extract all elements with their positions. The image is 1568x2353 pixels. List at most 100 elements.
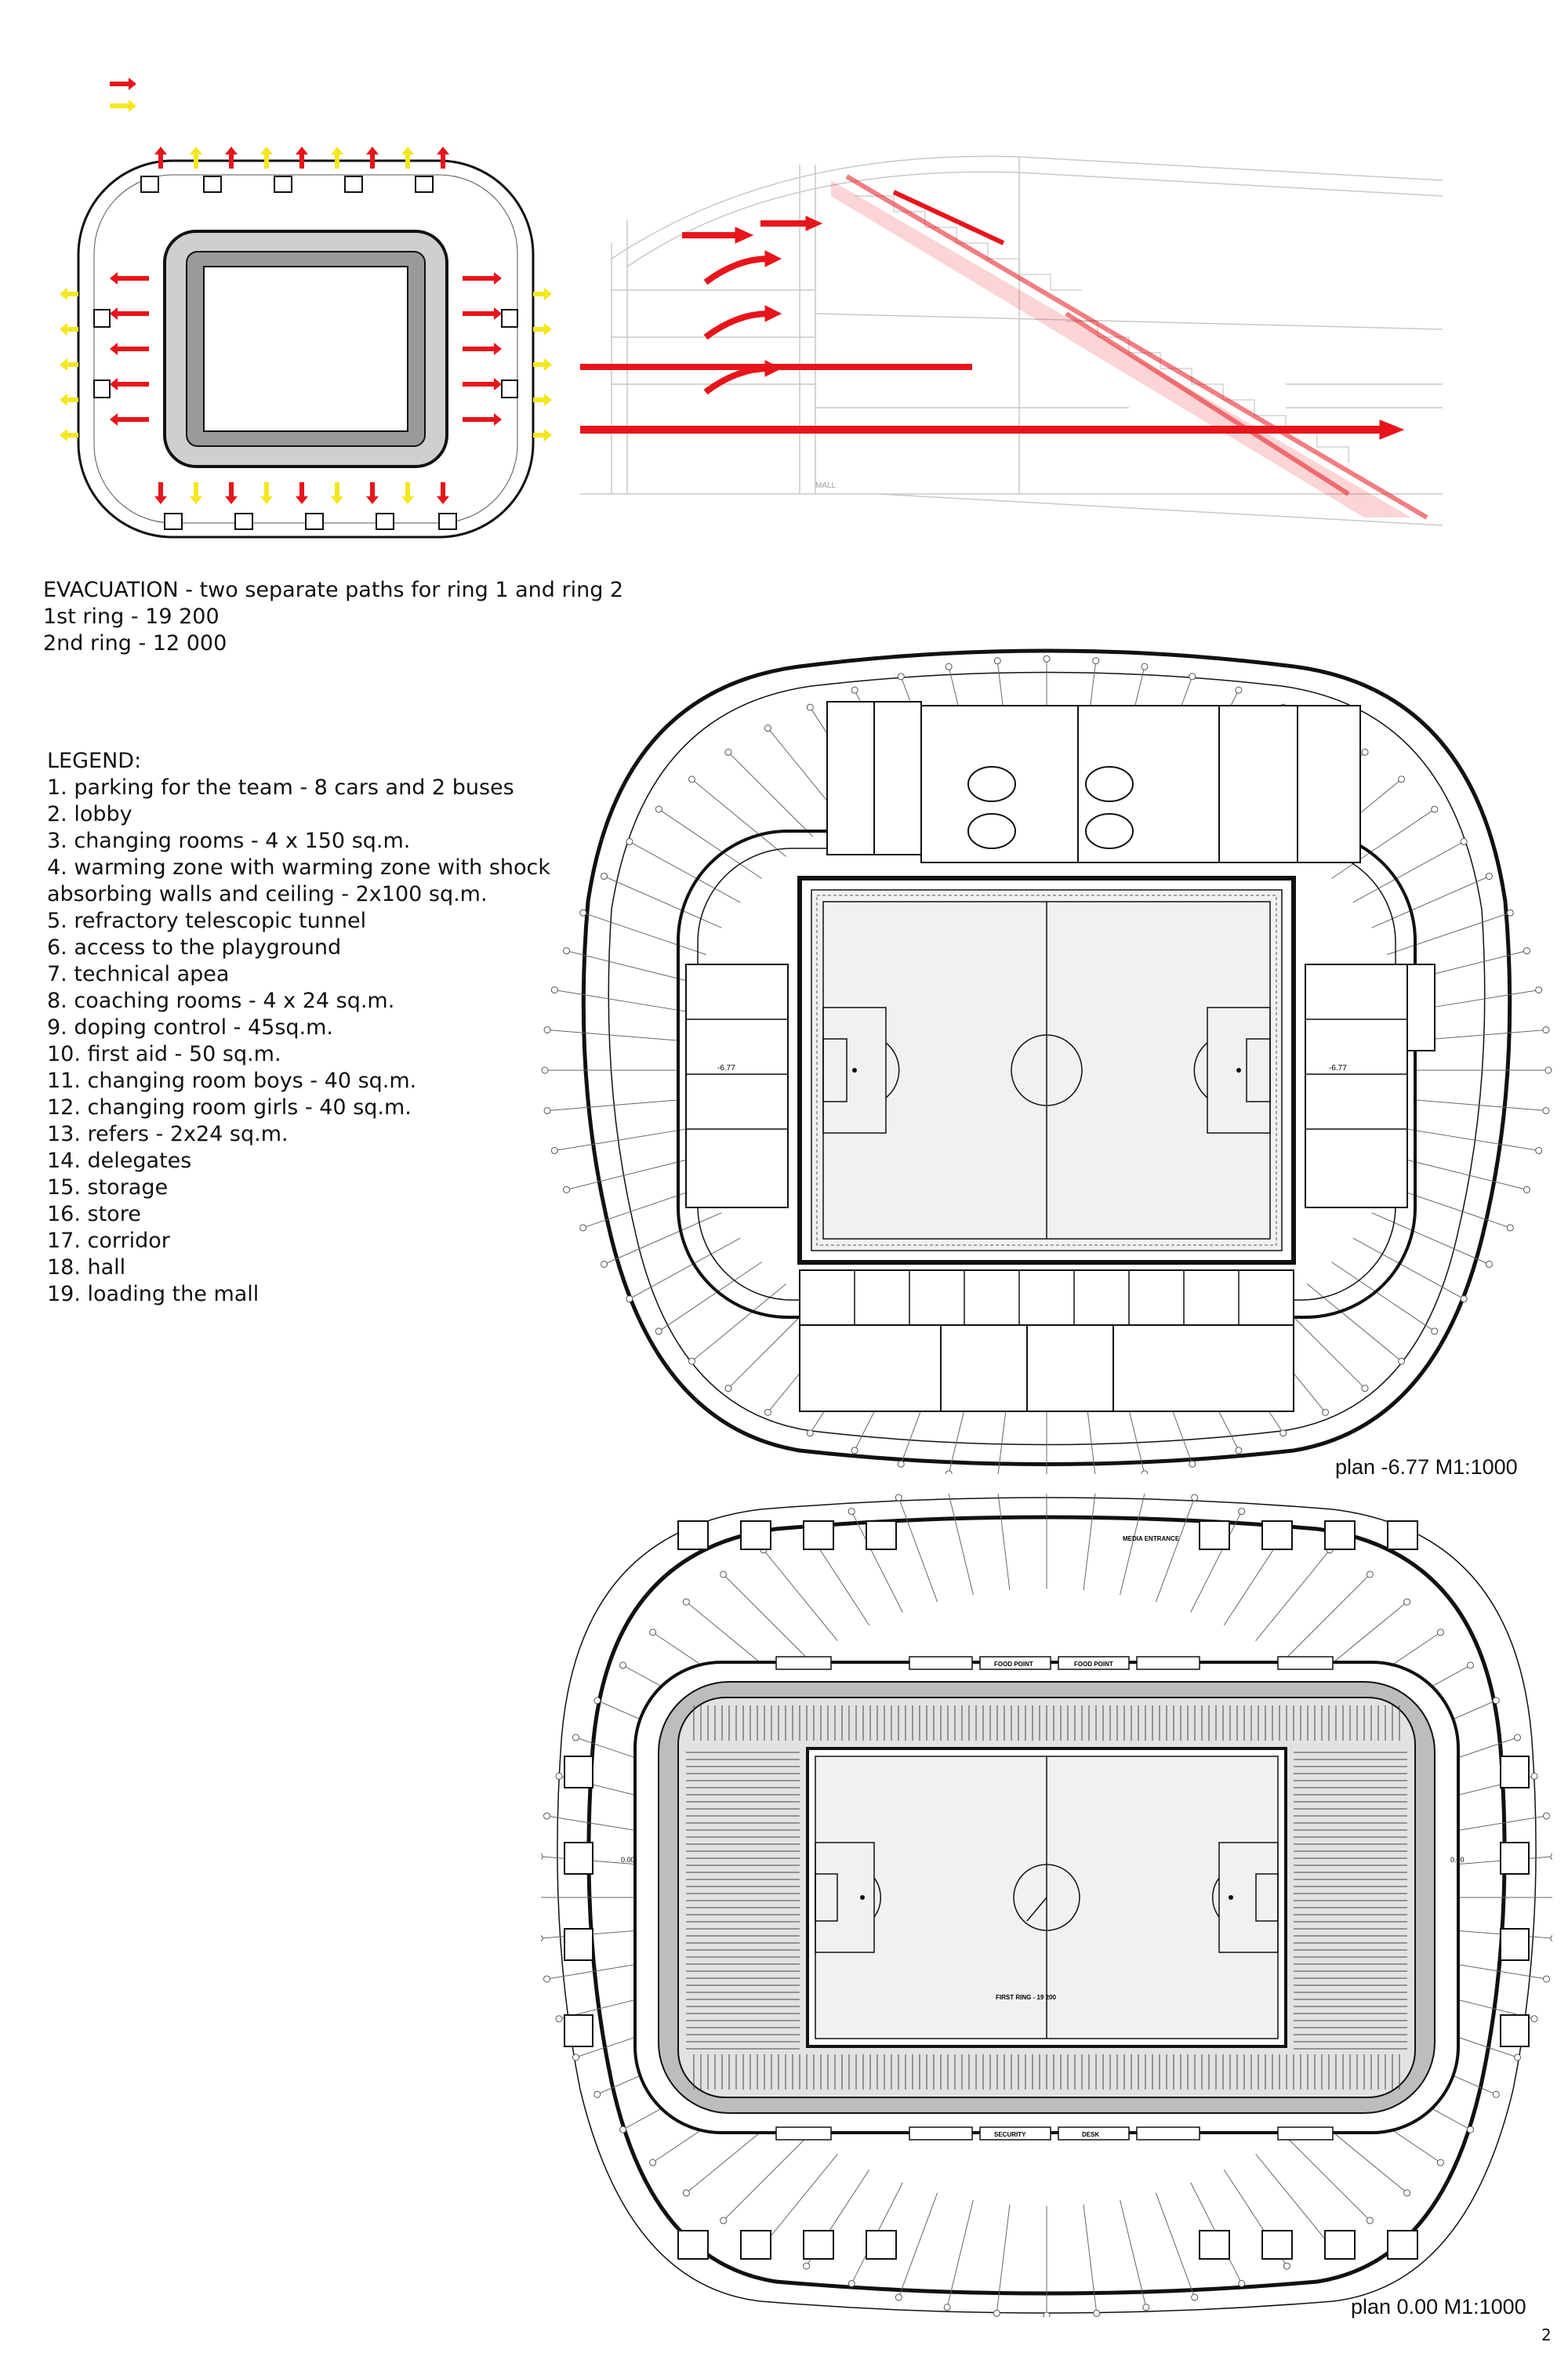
grid-marker (543, 1106, 551, 1114)
legend-item: 17. corridor (47, 1229, 170, 1253)
evacuation-arrowhead (366, 147, 379, 154)
legend-item: 16. store (47, 1202, 141, 1226)
grid-marker (724, 1385, 732, 1393)
grid-marker (655, 1327, 662, 1335)
grid-marker (541, 1935, 543, 1942)
legend-item: 12. changing room girls - 40 sq.m. (47, 1095, 412, 1120)
grid-line (1413, 1099, 1546, 1111)
grid-marker (1492, 1697, 1500, 1705)
level-mark: 0.00 (621, 1856, 635, 1864)
grid-marker (1398, 775, 1406, 783)
grid-line (1387, 912, 1511, 955)
grid-marker (806, 703, 814, 711)
evacuation-arrowhead (225, 147, 238, 154)
grid-marker (1436, 2159, 1444, 2166)
evacuation-section: MALL (580, 155, 1443, 526)
grid-marker (1530, 2015, 1538, 2023)
grid-marker (1093, 2309, 1101, 2317)
grid-marker (1514, 2053, 1522, 2061)
evacuation-arrowhead (544, 429, 552, 441)
grid-marker (1191, 1494, 1199, 1501)
evacuation-arrowhead (494, 378, 502, 390)
legend-item: 8. coaching rooms - 4 x 24 sq.m. (47, 989, 395, 1013)
evacuation-title: EVACUATION - two separate paths for ring… (43, 578, 624, 602)
grid-marker (993, 657, 1001, 665)
evacuation-arrowhead (494, 343, 502, 355)
page-number: 2 (1541, 2326, 1552, 2344)
grid-line (604, 876, 722, 928)
grid-line (1352, 841, 1465, 903)
food-point-label: FOOD POINT (994, 1661, 1033, 1668)
grid-marker (806, 1429, 814, 1437)
grid-marker (682, 1598, 690, 1606)
grid-line (1371, 1212, 1490, 1265)
level-mark: 0.00 (1450, 1856, 1465, 1864)
grid-marker (543, 1812, 550, 1820)
grid-line (1407, 1128, 1539, 1151)
grid-marker (555, 1772, 563, 1780)
grid-marker (1543, 1812, 1551, 1820)
grid-marker (1235, 686, 1243, 694)
evacuation-arrowhead (225, 496, 238, 504)
grid-line (898, 2192, 938, 2298)
grid-line (629, 1237, 741, 1300)
evacuation-arrowhead (129, 78, 136, 90)
grid-marker (1530, 1772, 1538, 1780)
grid-marker (1431, 1327, 1439, 1335)
evacuation-arrowhead (260, 496, 273, 504)
grid-line (1120, 1494, 1145, 1596)
grid-marker (579, 909, 587, 917)
evacuation-arrowhead (154, 147, 167, 154)
legend-item: 11. changing room boys - 40 sq.m. (47, 1069, 417, 1093)
grid-marker (543, 1026, 551, 1034)
grid-marker (655, 805, 662, 813)
legend-item: 3. changing rooms - 4 x 150 sq.m. (47, 829, 411, 853)
evacuation-arrowhead (60, 323, 67, 336)
grid-line (1255, 2153, 1330, 2246)
security-label: SECURITY (994, 2131, 1026, 2138)
plan-minus-6-77: -6.77 -6.77 (541, 648, 1552, 1474)
grid-marker (688, 1357, 695, 1365)
grid-marker (619, 2126, 627, 2133)
grid-marker (1506, 909, 1514, 917)
grid-marker (1043, 2311, 1051, 2317)
evacuation-plan (60, 78, 552, 539)
grid-marker (1466, 2126, 1474, 2133)
grid-marker (897, 1460, 905, 1468)
legend-item: 15. storage (47, 1175, 169, 1200)
grid-marker (764, 724, 771, 732)
grid-marker (943, 2304, 951, 2311)
ring2-capacity: 2nd ring - 12 000 (43, 631, 227, 655)
grid-marker (563, 947, 571, 955)
evacuation-arrowhead (494, 272, 502, 285)
evacuation-arrowhead (60, 288, 67, 300)
grid-line (691, 1284, 786, 1362)
grid-marker (579, 1224, 587, 1232)
grid-marker (1535, 986, 1543, 994)
evacuation-arrowhead (110, 413, 118, 426)
evacuation-arrowhead (110, 343, 118, 355)
legend-item: 10. first aid - 50 sq.m. (47, 1042, 281, 1066)
grid-line (554, 1128, 686, 1151)
grid-marker (1189, 673, 1196, 681)
grid-line (1331, 1262, 1436, 1332)
grid-marker (1283, 2262, 1290, 2270)
grid-line (997, 1494, 1011, 1591)
grid-marker (593, 1697, 601, 1705)
grid-line (547, 1099, 681, 1111)
legend-item: 1. parking for the team - 8 cars and 2 b… (47, 775, 514, 800)
grid-marker (1279, 1429, 1287, 1437)
grid-marker (1431, 805, 1439, 813)
grid-marker (1436, 1629, 1444, 1636)
evacuation-arrowhead (544, 394, 552, 406)
evacuation-arrowhead (544, 288, 552, 300)
grid-marker (619, 1661, 627, 1669)
grid-line (1352, 1237, 1465, 1300)
grid-marker (720, 2217, 728, 2224)
grid-marker (649, 1629, 657, 1636)
grid-marker (848, 2279, 855, 2287)
grid-marker (1235, 1447, 1243, 1454)
grid-marker (626, 837, 633, 845)
grid-line (629, 841, 741, 903)
grid-marker (1523, 1186, 1530, 1193)
